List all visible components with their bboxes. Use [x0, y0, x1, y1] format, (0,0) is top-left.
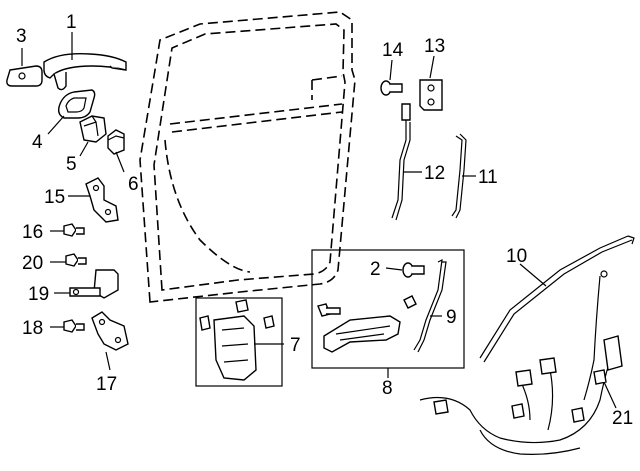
callout-5: 5	[66, 154, 77, 175]
part-3-handle-cap	[6, 65, 43, 87]
part-15-hinge	[85, 177, 119, 223]
part-8-handle-frame	[317, 303, 401, 353]
leader-lines	[21, 32, 617, 409]
part-13-striker	[419, 79, 443, 111]
callout-15: 15	[44, 187, 65, 208]
part-18-bolt	[63, 319, 85, 333]
part-21-wire-harness	[419, 270, 623, 455]
callout-18: 18	[22, 318, 43, 339]
part-7-box	[195, 297, 283, 387]
door-outline	[139, 11, 356, 303]
callout-labels: 3 1 4 5 6 15 16 20 19 18 17 14 13 12 11 …	[16, 12, 633, 429]
callout-13: 13	[424, 36, 445, 57]
part-5-bracket	[79, 115, 107, 143]
part-10-channel	[479, 235, 635, 363]
part-12-lock-rod	[391, 103, 411, 221]
callout-1: 1	[66, 12, 77, 33]
part-17-hinge	[91, 311, 129, 351]
callout-16: 16	[22, 222, 43, 243]
callout-2: 2	[370, 259, 381, 280]
part-16-bolt	[63, 223, 85, 237]
callout-19: 19	[28, 284, 49, 305]
part-19-check-link	[69, 269, 119, 299]
part-1-outside-handle	[43, 52, 127, 91]
callout-4: 4	[32, 132, 43, 153]
part-11-rod	[451, 133, 467, 219]
callout-9: 9	[446, 307, 457, 328]
callout-10: 10	[506, 246, 527, 267]
callout-7: 7	[290, 335, 301, 356]
part-9-rod	[403, 258, 447, 353]
part-14-screw	[380, 80, 403, 96]
callout-17: 17	[96, 374, 117, 395]
part-20-bolt	[65, 253, 87, 267]
part-6-clip	[107, 129, 125, 155]
callout-21: 21	[612, 408, 633, 429]
part-4-gasket	[57, 89, 96, 119]
callout-11: 11	[478, 167, 498, 188]
callout-12: 12	[424, 163, 445, 184]
part-2-screw	[402, 262, 425, 278]
callout-3: 3	[16, 26, 27, 47]
callout-14: 14	[382, 40, 404, 61]
callout-20: 20	[22, 253, 43, 274]
callout-6: 6	[128, 174, 139, 195]
part-7-latch	[199, 299, 275, 381]
callout-8: 8	[382, 378, 393, 399]
